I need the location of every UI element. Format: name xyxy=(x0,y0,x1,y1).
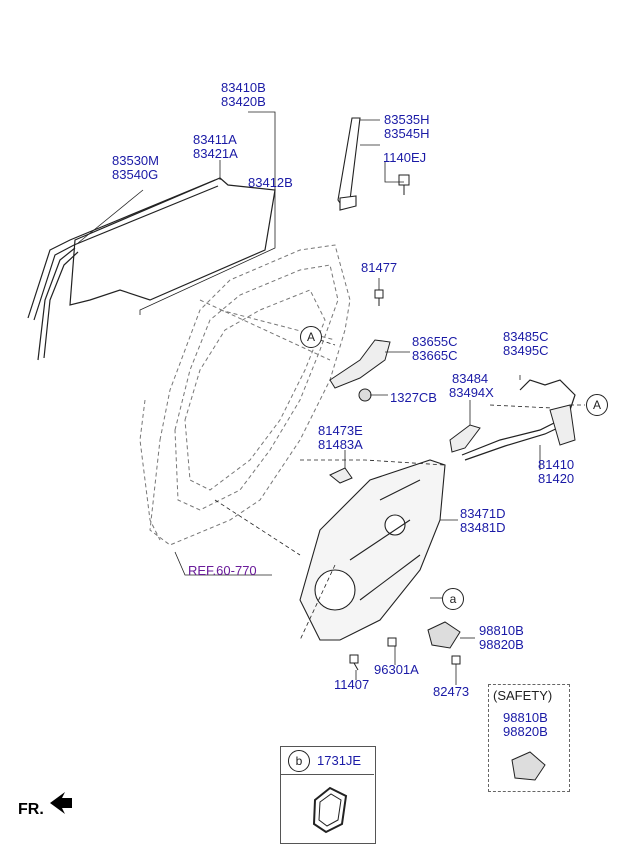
cable-83485c xyxy=(461,379,576,461)
detail-b-divider xyxy=(280,774,374,775)
part-83412b: 83412B xyxy=(248,175,293,190)
part-83545h: 83545H xyxy=(384,126,430,141)
safety-motor xyxy=(511,751,546,781)
part-83485c: 83485C xyxy=(503,329,549,344)
bolt-11407 xyxy=(349,654,359,671)
window-motor xyxy=(427,621,461,649)
safety-box xyxy=(488,684,570,792)
detail-b-box xyxy=(280,746,376,844)
nut-1327cb xyxy=(358,388,372,402)
part-81483a: 81483A xyxy=(318,437,363,452)
part-81473e: 81473E xyxy=(318,423,363,438)
bolt-96301a xyxy=(387,637,397,647)
safety-title: (SAFETY) xyxy=(493,688,553,703)
part-83535h: 83535H xyxy=(384,112,430,127)
inside-handle-83484 xyxy=(449,424,481,453)
part-81410: 81410 xyxy=(538,457,575,472)
bolt-82473 xyxy=(451,655,461,665)
part-83494x: 83494X xyxy=(449,385,494,400)
part-82473: 82473 xyxy=(433,684,470,699)
part-98810b: 98810B xyxy=(479,623,524,638)
leader-lines xyxy=(77,111,585,685)
callout-b: b xyxy=(288,750,310,772)
part-1731je: 1731JE xyxy=(317,753,362,768)
part-96301a: 96301A xyxy=(374,662,419,677)
bolt-1140ej xyxy=(398,174,410,195)
part-83421a: 83421A xyxy=(193,146,238,161)
glass-run-channel xyxy=(27,179,219,361)
part-83411a: 83411A xyxy=(193,132,237,147)
part-83484: 83484 xyxy=(452,371,489,386)
safety-part-98820b: 98820B xyxy=(503,724,548,739)
part-1327cb: 1327CB xyxy=(390,390,437,405)
callout-a-lower: a xyxy=(442,588,464,610)
screw-81477 xyxy=(374,289,384,306)
part-83665c: 83665C xyxy=(412,348,458,363)
front-arrow-icon xyxy=(50,792,72,814)
part-83410b: 83410B xyxy=(221,80,266,95)
grommet-1731je xyxy=(312,786,348,834)
part-81477: 81477 xyxy=(361,260,398,275)
door-glass xyxy=(69,177,276,306)
sash-channel xyxy=(337,117,361,211)
front-label: FR. xyxy=(18,801,44,818)
part-83655c: 83655C xyxy=(412,334,458,349)
callout-a-upper: A xyxy=(300,326,322,348)
part-83420b: 83420B xyxy=(221,94,266,109)
door-latch xyxy=(549,404,576,446)
part-83495c: 83495C xyxy=(503,343,549,358)
part-83481d: 83481D xyxy=(460,520,506,535)
clip-81473e xyxy=(329,467,353,484)
part-11407: 11407 xyxy=(334,677,370,692)
part-83471d: 83471D xyxy=(460,506,506,521)
part-83530m: 83530M xyxy=(112,153,159,168)
part-81420: 81420 xyxy=(538,471,575,486)
part-83540g: 83540G xyxy=(112,167,159,182)
safety-part-98810b: 98810B xyxy=(503,710,548,725)
part-98820b: 98820B xyxy=(479,637,524,652)
door-module-panel xyxy=(299,459,446,641)
outside-handle xyxy=(329,339,391,389)
part-1140ej: 1140EJ xyxy=(383,150,427,165)
ref-label: REF.60-770 xyxy=(188,563,257,578)
callout-a-right: A xyxy=(586,394,608,416)
